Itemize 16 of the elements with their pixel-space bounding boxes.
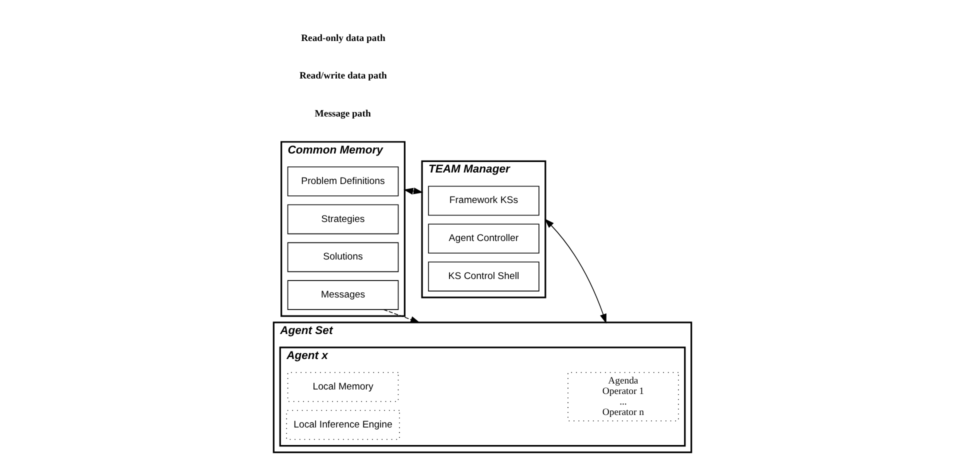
node-box: Local Memory xyxy=(286,372,398,402)
node-box: Problem Definitions xyxy=(286,166,398,196)
node-box: Framework KSs xyxy=(428,186,539,216)
legend-label: Read/write data path xyxy=(298,70,386,82)
node-box: KS Control Shell xyxy=(428,262,539,292)
legend-label: Read-only data path xyxy=(300,32,385,44)
node-box: Agenda Operator 1 ... Operator n xyxy=(567,372,678,422)
legend-label: Message path xyxy=(314,108,370,120)
arrow xyxy=(403,188,423,195)
node-box: Solutions xyxy=(286,242,398,272)
node-box: Strategies xyxy=(286,204,398,234)
node-box: Messages xyxy=(286,280,398,310)
arrow xyxy=(382,309,420,323)
node-box: Local Inference Engine xyxy=(286,410,400,440)
node-box: Agent Controller xyxy=(428,224,539,254)
arrow xyxy=(544,218,606,324)
